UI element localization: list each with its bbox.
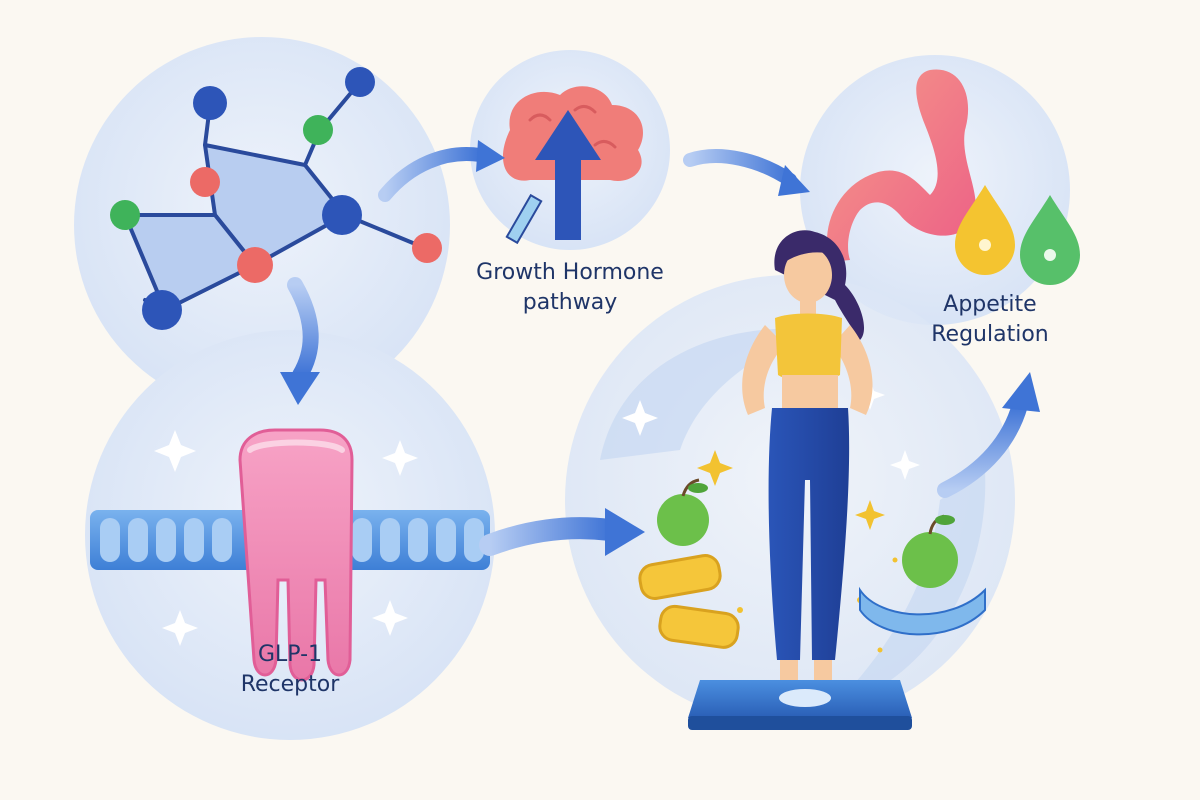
sparkle-icon	[855, 500, 885, 530]
sparkle-icon	[162, 610, 198, 646]
syringe-icon	[505, 193, 543, 245]
droplet-icon	[955, 185, 1080, 285]
arrow-brain-to-stomach	[683, 149, 797, 187]
label-glp1-receptor: GLP-1 Receptor	[200, 640, 380, 700]
label-appetite-regulation: Appetite Regulation	[895, 290, 1085, 350]
measuring-tape-icon	[638, 554, 986, 649]
apple-icon	[657, 478, 709, 546]
brain-icon	[502, 86, 643, 245]
arrow-molecule-to-receptor	[287, 277, 319, 383]
stomach-icon	[826, 69, 976, 262]
woman-figure-icon	[742, 230, 873, 702]
receptor-icon	[238, 428, 354, 682]
label-growth-hormone-line1: Growth Hormone	[476, 260, 664, 285]
sparkle-icon	[382, 440, 418, 476]
arrows	[280, 140, 1040, 556]
label-glp1-line2: Receptor	[240, 672, 340, 697]
arrow-woman-to-appetite	[937, 397, 1028, 498]
woman-swirl-lower	[830, 470, 986, 710]
apple-icon	[902, 514, 958, 588]
sparkle-icon	[154, 430, 196, 472]
sparkle-icon	[622, 400, 658, 436]
woman-swirl	[600, 328, 820, 460]
label-glp1-line1: GLP-1	[257, 642, 323, 667]
sparkle-icon	[890, 450, 920, 480]
sparkle-icon	[697, 450, 733, 486]
arrow-molecule-to-brain	[378, 147, 487, 202]
label-growth-hormone: Growth Hormone pathway	[450, 258, 690, 318]
sparkle-icon	[372, 600, 408, 636]
label-growth-hormone-line2: pathway	[522, 290, 618, 315]
scale-icon	[688, 680, 912, 730]
arrow-receptor-to-woman	[479, 517, 621, 556]
label-appetite-line2: Regulation	[931, 322, 1049, 347]
molecule-icon	[110, 67, 442, 330]
label-appetite-line1: Appetite	[943, 292, 1037, 317]
